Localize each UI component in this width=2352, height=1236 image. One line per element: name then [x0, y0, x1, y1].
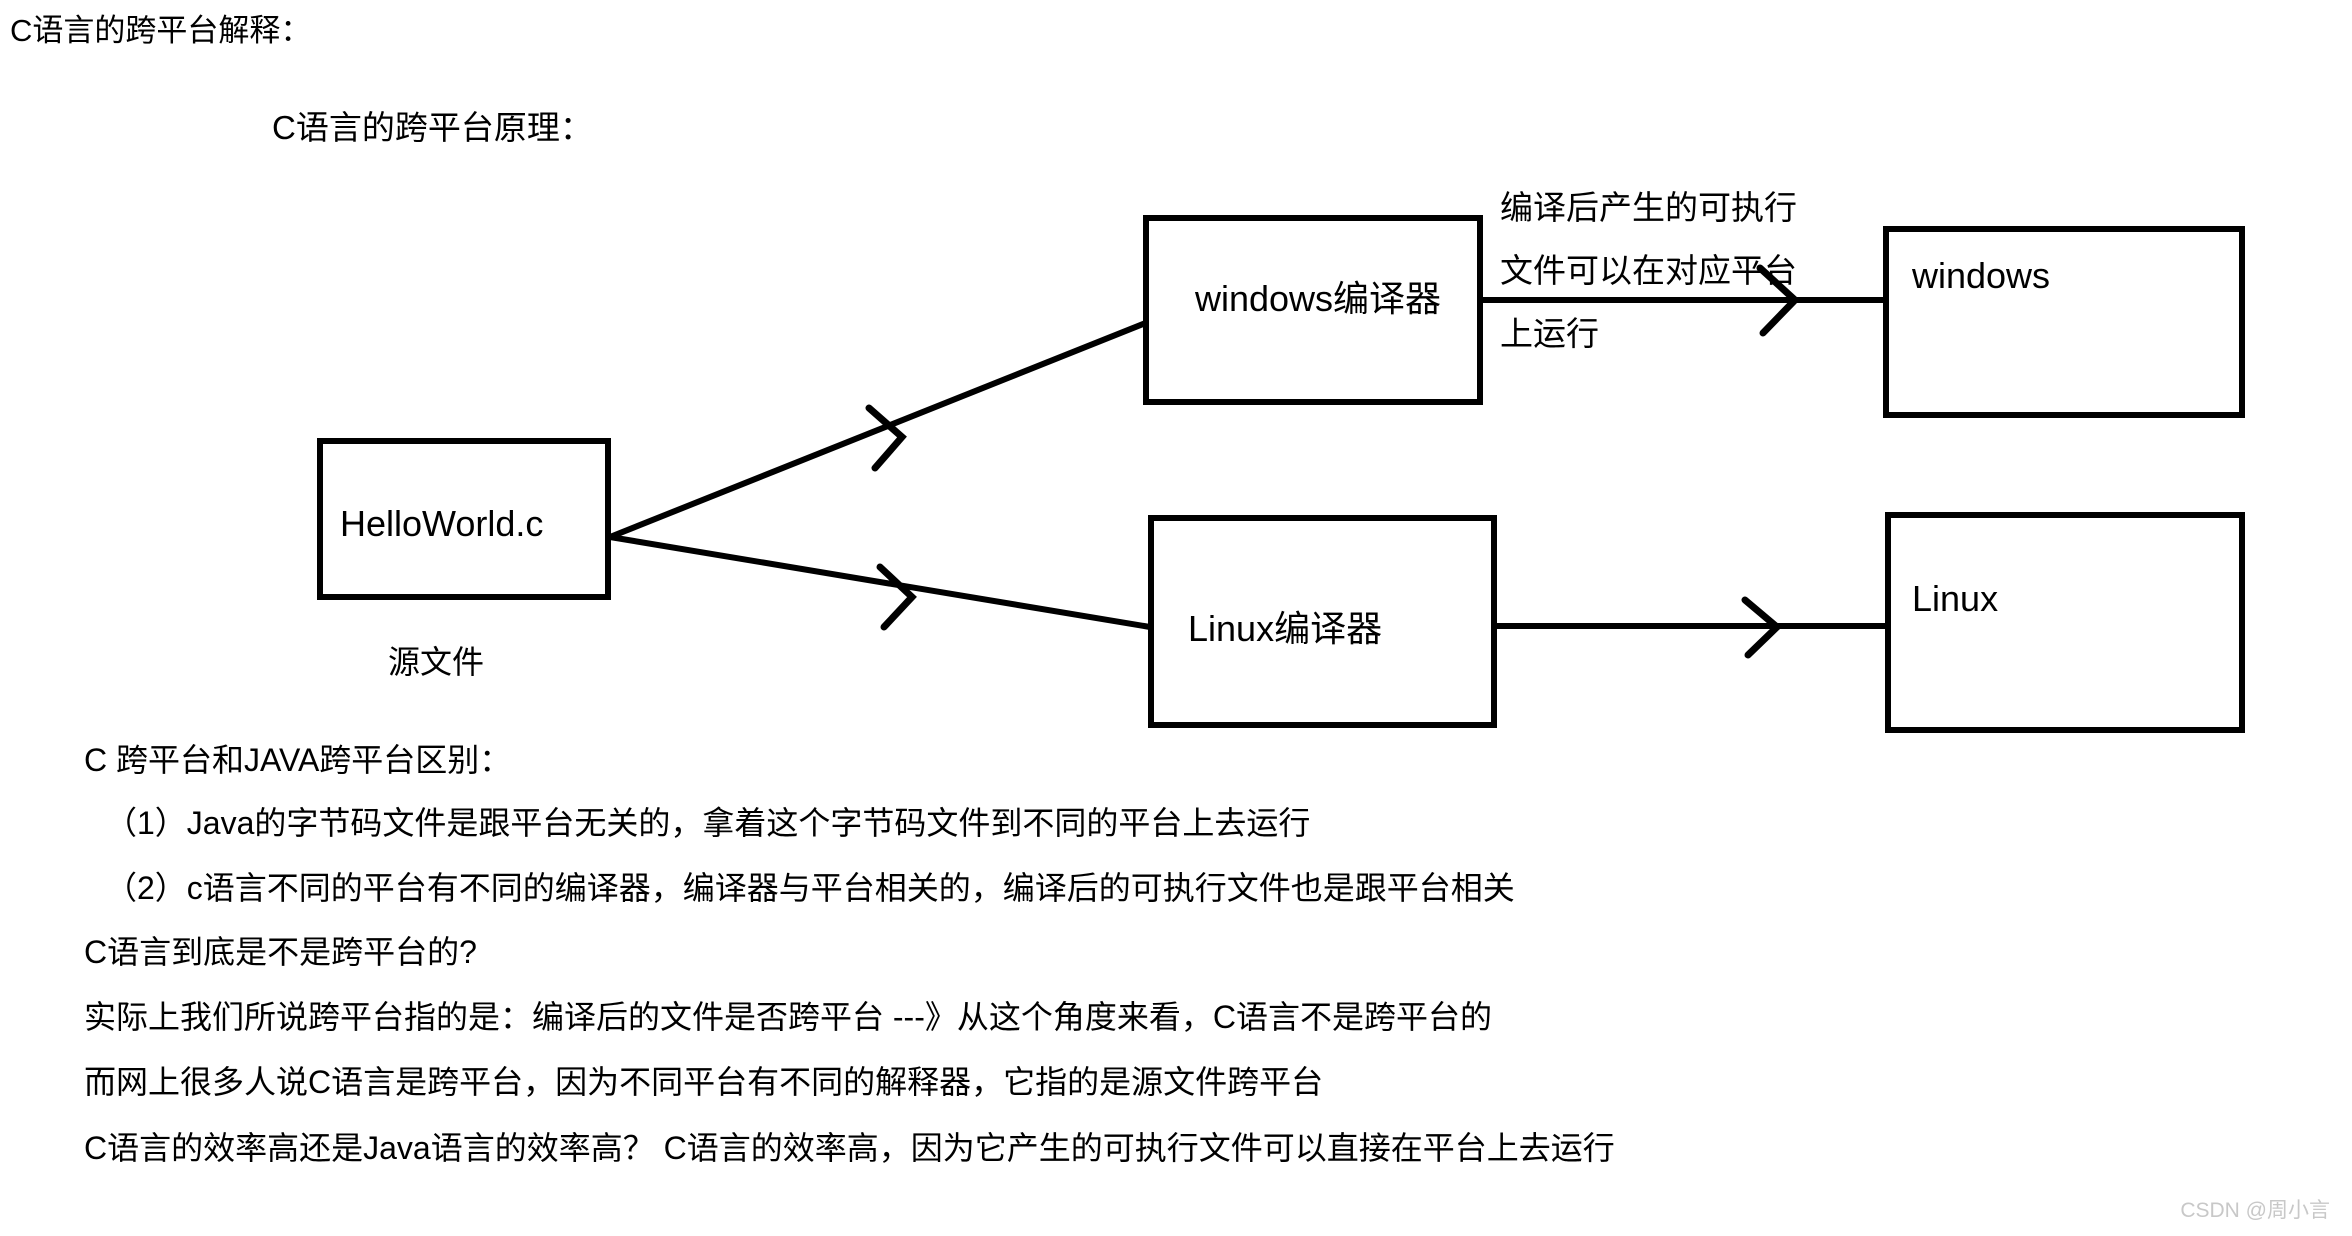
node-windows-platform-label: windows	[1912, 255, 2051, 296]
arrowhead-icon	[865, 404, 907, 472]
node-linux-platform-label: Linux	[1912, 578, 1999, 619]
node-source	[317, 438, 611, 600]
page-title: C语言的跨平台解释：	[10, 13, 312, 48]
edge-note-line-3: 上运行	[1500, 315, 1599, 352]
source-file-caption: 源文件	[388, 644, 485, 680]
diagram-title: C语言的跨平台原理：	[272, 109, 593, 146]
node-linux-compiler-label: Linux编译器	[1188, 608, 1383, 649]
edge-source-to-linux-compiler	[609, 534, 1151, 631]
node-windows-compiler-label: windows编译器	[1195, 278, 1442, 319]
node-linux-platform	[1885, 512, 2245, 733]
edge-note-line-2: 文件可以在对应平台	[1500, 252, 1797, 289]
body-line-6: 而网上很多人说C语言是跨平台，因为不同平台有不同的解释器，它指的是源文件跨平台	[84, 1064, 1324, 1100]
body-line-3: （2）c语言不同的平台有不同的编译器，编译器与平台相关的，编译后的可执行文件也是…	[105, 870, 1515, 906]
body-line-4: C语言到底是不是跨平台的?	[84, 934, 477, 970]
node-source-label: HelloWorld.c	[340, 503, 544, 544]
body-line-5: 实际上我们所说跨平台指的是：编译后的文件是否跨平台 ---》从这个角度来看，C语…	[84, 999, 1492, 1035]
body-line-7: C语言的效率高还是Java语言的效率高？ C语言的效率高，因为它产生的可执行文件…	[84, 1130, 1615, 1166]
body-line-2: （1）Java的字节码文件是跟平台无关的，拿着这个字节码文件到不同的平台上去运行	[105, 805, 1311, 841]
node-windows-compiler	[1143, 215, 1483, 405]
edge-linux-compiler-to-linux	[1497, 596, 1890, 659]
node-linux-compiler	[1148, 515, 1497, 728]
body-line-1: C 跨平台和JAVA跨平台区别：	[84, 742, 512, 778]
node-windows-platform	[1883, 226, 2245, 418]
csdn-watermark: CSDN @周小言	[2180, 1199, 2330, 1222]
arrowhead-icon	[876, 563, 917, 631]
edge-source-to-windows-compiler	[608, 319, 1150, 540]
edge-note-line-1: 编译后产生的可执行	[1500, 189, 1797, 226]
arrowhead-icon	[1741, 596, 1783, 659]
